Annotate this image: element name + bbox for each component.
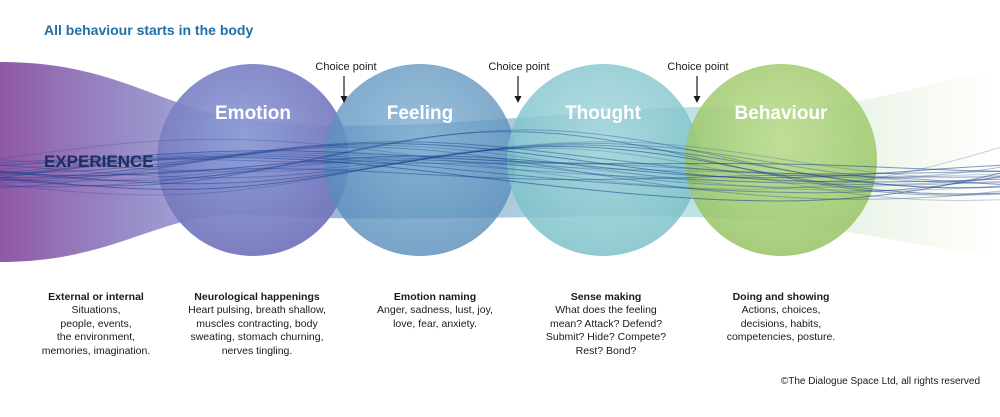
wave-line xyxy=(0,155,1000,179)
column-experience: External or internal Situations, people,… xyxy=(16,291,176,358)
stage-circles xyxy=(157,64,877,256)
wave-line xyxy=(0,142,1000,183)
wave-line xyxy=(0,145,1000,195)
wave-line xyxy=(0,157,1000,202)
page-title: All behaviour starts in the body xyxy=(44,22,254,38)
column-behaviour: Doing and showing Actions, choices, deci… xyxy=(711,291,851,345)
column-heading: Doing and showing xyxy=(732,291,830,303)
choice-point-label: Choice point xyxy=(315,61,376,73)
wave-line xyxy=(0,141,1000,175)
choice-points: Choice point Choice point Choice point xyxy=(315,61,729,103)
wave-line xyxy=(0,131,1000,196)
column-heading: Sense making xyxy=(570,291,642,303)
column-heading: Emotion naming xyxy=(393,291,477,303)
column-emotion: Neurological happenings Heart pulsing, b… xyxy=(172,291,342,358)
column-text: What does the feeling mean? Attack? Defe… xyxy=(545,304,667,357)
wave-line xyxy=(0,144,1000,191)
stage-label-behaviour: Behaviour xyxy=(735,103,829,124)
wave-line xyxy=(0,138,1000,190)
stage-circle-thought xyxy=(507,64,699,256)
arrow-down-icon xyxy=(514,96,522,103)
column-heading: Neurological happenings xyxy=(194,291,320,303)
wave-line xyxy=(0,155,1000,194)
arrow-down-icon xyxy=(693,96,701,103)
column-text: Situations, people, events, the environm… xyxy=(41,304,151,357)
column-text: Actions, choices, decisions, habits, com… xyxy=(726,304,836,344)
process-diagram: Emotion Feeling Thought Behaviour EXPERIENC… xyxy=(0,61,1000,262)
stage-circle-emotion xyxy=(157,64,349,256)
copyright-notice: ©The Dialogue Space Ltd, all rights rese… xyxy=(780,376,980,387)
stage-label-emotion: Emotion xyxy=(215,103,291,124)
experience-label: EXPERIENCE xyxy=(44,152,154,171)
wave-line xyxy=(0,129,1000,189)
stage-label-thought: Thought xyxy=(565,103,642,124)
wave-line xyxy=(0,159,1000,188)
wave-line xyxy=(0,150,1000,172)
wave-line xyxy=(0,147,1000,202)
choice-point-label: Choice point xyxy=(667,61,728,73)
wave-line xyxy=(0,141,1000,179)
wave-line xyxy=(0,158,1000,179)
column-text: Heart pulsing, breath shallow, muscles c… xyxy=(188,304,326,357)
stage-labels: Emotion Feeling Thought Behaviour xyxy=(215,103,828,124)
column-heading: External or internal xyxy=(48,291,144,303)
wave-line xyxy=(0,153,1000,185)
choice-point-label: Choice point xyxy=(488,61,549,73)
column-thought: Sense making What does the feeling mean?… xyxy=(531,291,681,358)
wave-line xyxy=(0,168,1000,185)
wave-line xyxy=(0,143,1000,183)
wave-line xyxy=(0,152,1000,178)
stage-circle-behaviour xyxy=(685,64,877,256)
arrow-down-icon xyxy=(340,96,348,103)
column-text: Anger, sadness, lust, joy, love, fear, a… xyxy=(377,304,493,330)
wave-lines xyxy=(0,129,1000,202)
stage-label-feeling: Feeling xyxy=(387,103,454,124)
column-feeling: Emotion naming Anger, sadness, lust, joy… xyxy=(360,291,510,331)
